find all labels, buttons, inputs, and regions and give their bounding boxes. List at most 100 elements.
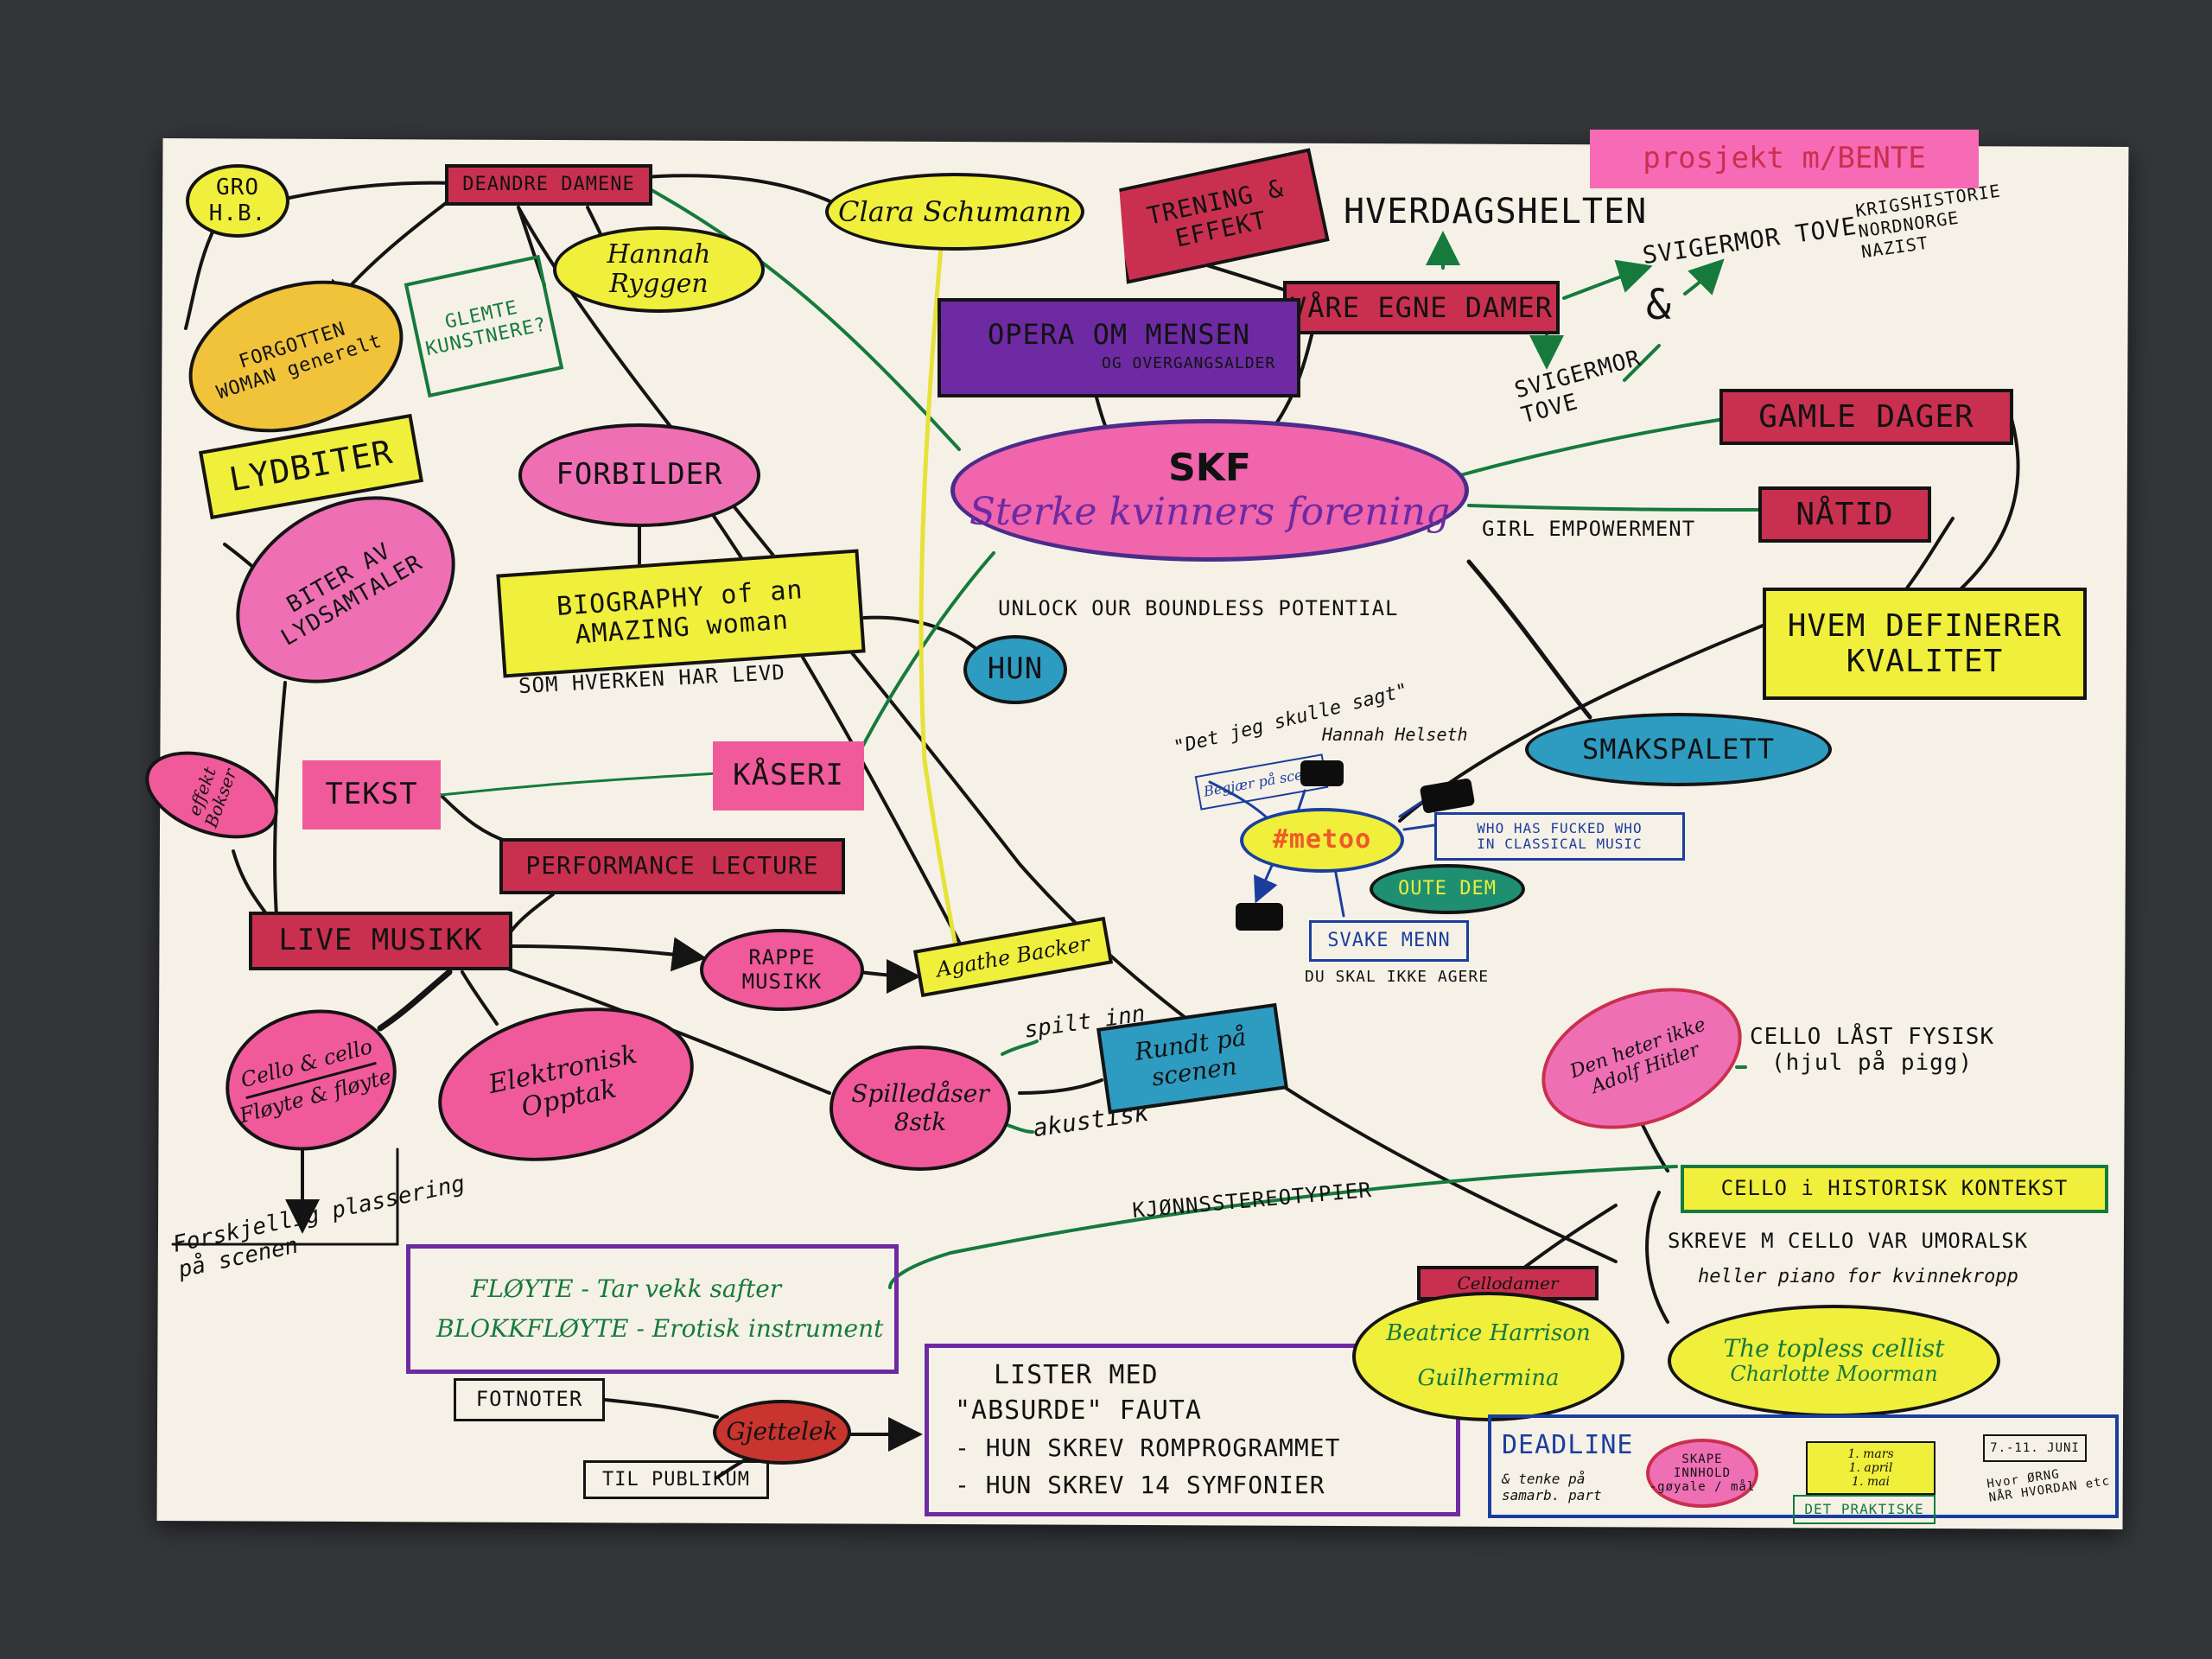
- line-deandre-skf: [642, 184, 961, 451]
- performance-lecture-node: PERFORMANCE LECTURE: [499, 838, 845, 894]
- opera-om-mensen-node: OPERA OM MENSEN: [938, 298, 1300, 397]
- deandre-damene-node: DEANDRE DAMENE: [445, 164, 652, 206]
- gamle-dager-node: GAMLE DAGER: [1719, 389, 2013, 445]
- girl-empowerment-label: GIRL EMPOWERMENT: [1482, 517, 1696, 541]
- line-rappe-agathe: [858, 958, 921, 994]
- line-vare-svigermor1: [1562, 259, 1653, 300]
- gjettelek-node: Gjettelek: [713, 1400, 851, 1465]
- line-gro-deandre: [283, 181, 451, 200]
- line-metoo-begjaer: [1208, 780, 1272, 823]
- datoer-node: 1. mars 1. april 1. mai: [1806, 1441, 1936, 1495]
- fotnoter-node: FOTNOTER: [454, 1378, 605, 1421]
- line-metoo-svake: [1333, 867, 1345, 918]
- line-cellohist-floyte: [888, 1165, 1678, 1289]
- line-forskjellig-bracket: [171, 1147, 399, 1246]
- line-skf-natid: [1467, 504, 1764, 512]
- line-skf-gamle: [1459, 417, 1726, 477]
- line-metoo-black3: [1254, 858, 1278, 904]
- skape-innhold-node: SKAPE INNHOLD -gøyale / mål: [1646, 1439, 1758, 1508]
- lister-box: LISTER MED "ABSURDE" FAUTA - HUN SKREV R…: [925, 1344, 1460, 1516]
- line-spilledaser-spiltinn: [1001, 1039, 1039, 1056]
- cello-last-label: CELLO LÅST FYSISK (hjul på pigg): [1750, 1024, 1995, 1076]
- smakspalett-node: SMAKSPALETT: [1525, 713, 1832, 786]
- line-tekst-perf: [439, 793, 512, 844]
- line-svig2-up: [1623, 344, 1661, 382]
- hannah-ryggen-node: Hannah Ryggen: [553, 226, 765, 313]
- vare-egne-damer-node: VÅRE EGNE DAMER: [1283, 281, 1560, 334]
- heller-piano-label: heller piano for kvinnekropp: [1698, 1266, 2018, 1287]
- kaseri-node: KÅSERI: [713, 741, 864, 810]
- beatrice-label: Beatrice Harrison: [1386, 1320, 1591, 1347]
- lister-line-3: - HUN SKREV ROMPROGRAMMET: [955, 1433, 1341, 1463]
- beatrice-node: Beatrice Harrison Guilhermina: [1352, 1292, 1624, 1421]
- redaction-box-1: [1300, 760, 1344, 786]
- cello-historisk-node: CELLO i HISTORISK KONTEKST: [1681, 1165, 2108, 1213]
- skf-subtitle: Sterke kvinners forening: [969, 489, 1451, 534]
- line-clara-agathe: [918, 235, 957, 944]
- line-live-cello: [377, 969, 453, 1032]
- line-cellohist-topless: [1645, 1191, 1669, 1324]
- line-skf-smak: [1466, 559, 1592, 720]
- topless-label: The topless cellist: [1723, 1334, 1945, 1363]
- skf-center-node: SKF Sterke kvinners forening: [950, 419, 1469, 562]
- line-fotnoter-gjettelek: [603, 1398, 719, 1419]
- tekst-node: TEKST: [302, 760, 441, 830]
- line-denheter-cellohist: [1640, 1122, 1669, 1173]
- hannah-helseth-label: Hannah Helseth: [1322, 724, 1468, 745]
- line-biography-hun: [862, 615, 987, 658]
- line-cellohist-cellodamer: [1519, 1204, 1618, 1272]
- who-has-node: WHO HAS FUCKED WHO IN CLASSICAL MUSIC: [1434, 812, 1685, 861]
- deadline-label: DEADLINE: [1502, 1430, 1634, 1460]
- guilhermina-label: Guilhermina: [1417, 1365, 1560, 1391]
- det-praktiske-node: DET PRAKTISKE: [1793, 1495, 1936, 1524]
- line-skf-kaseri: [854, 551, 995, 762]
- skreve-label: SKREVE M CELLO VAR UMORALSK: [1668, 1229, 2029, 1253]
- line-effekt-live: [232, 849, 270, 918]
- line-natid-hvem: [1899, 517, 1955, 598]
- live-musikk-node: LIVE MUSIKK: [249, 912, 512, 970]
- til-publikum-node: TIL PUBLIKUM: [583, 1460, 769, 1499]
- project-tag: prosjekt m/BENTE: [1590, 130, 1979, 188]
- redaction-box-3: [1236, 903, 1283, 931]
- line-forbilder-agathe: [690, 482, 961, 944]
- rappe-musikk-node: RAPPE MUSIKK: [700, 929, 864, 1011]
- unlock-label: UNLOCK OUR BOUNDLESS POTENTIAL: [998, 596, 1399, 620]
- line-amp-up: [1683, 258, 1725, 296]
- du-skal-label: DU SKAL IKKE AGERE: [1305, 968, 1490, 986]
- oute-dem-node: OUTE DEM: [1370, 864, 1525, 914]
- hvem-definerer-node: HVEM DEFINERER KVALITET: [1763, 588, 2087, 700]
- deadline-box: [1488, 1414, 2119, 1518]
- floyte-tar-label: FLØYTE - Tar vekk safter: [471, 1274, 782, 1303]
- hun-node: HUN: [963, 635, 1067, 704]
- gro-node: GRO H.B.: [186, 164, 289, 238]
- line-spilledaser-rundt: [1018, 1078, 1103, 1095]
- line-trening-vare: [1199, 262, 1298, 296]
- line-gro-left: [184, 223, 218, 330]
- line-deandre-clara: [642, 174, 836, 205]
- floyte-box: FLØYTE - Tar vekk safter BLOKKFLØYTE - E…: [406, 1244, 899, 1374]
- ampersand-label: &: [1646, 281, 1671, 329]
- line-biterav-live: [273, 681, 287, 918]
- line-deandre-biographyline: [517, 206, 1618, 1263]
- charlotte-label: Charlotte Moorman: [1730, 1362, 1938, 1387]
- line-tekst-kaseri: [439, 772, 719, 797]
- topless-cellist-node: The topless cellist Charlotte Moorman: [1668, 1305, 2000, 1417]
- natid-node: NÅTID: [1758, 486, 1931, 543]
- juni-node: 7.-11. JUNI: [1983, 1434, 2087, 1462]
- line-metoo-who: [1402, 823, 1436, 831]
- skf-title: SKF: [1168, 445, 1251, 490]
- clara-schumann-node: Clara Schumann: [825, 173, 1084, 251]
- line-perf-live: [508, 893, 555, 935]
- metoo-node: #metoo: [1240, 808, 1404, 873]
- spilledaser-node: Spilledåser 8stk: [830, 1046, 1011, 1171]
- opera-subtitle: OG OVERGANGSALDER: [1102, 354, 1276, 372]
- lister-line-2: "ABSURDE" FAUTA: [955, 1395, 1202, 1426]
- tenke-label: & tenke på samarb. part: [1502, 1471, 1602, 1503]
- forbilder-node: FORBILDER: [518, 423, 760, 527]
- line-live-elektronisk: [461, 970, 499, 1026]
- hverdagshelten-label: HVERDAGSHELTEN: [1344, 192, 1648, 232]
- line-live-rappe: [508, 937, 707, 972]
- svake-menn-node: SVAKE MENN: [1309, 920, 1469, 962]
- lister-line-4: - HUN SKREV 14 SYMFONIER: [955, 1470, 1325, 1499]
